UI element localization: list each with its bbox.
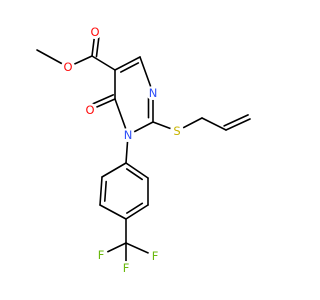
atom-label-o_ester_carbonyl: O <box>90 25 99 39</box>
atom-label-o_ring_carbonyl: O <box>85 103 94 117</box>
atom-label-background <box>121 128 135 142</box>
atom-label-layer: O O O N N S F F F <box>61 25 184 275</box>
atom-label-f_left: F <box>98 248 105 262</box>
bond-c5-c4 <box>114 56 141 71</box>
atom-label-background <box>88 25 102 39</box>
atom-label-o_ester_methoxy: O <box>63 60 72 74</box>
atom-o_ester_carbonyl: O <box>88 25 102 39</box>
atom-label-background <box>83 103 97 117</box>
atom-label-f_right: F <box>152 249 159 263</box>
bond-a6-a1-double <box>125 168 143 181</box>
bond-a6-a1 <box>125 162 149 179</box>
bond-ch-ch2b <box>225 118 251 131</box>
bond-ch-ch2b-double <box>223 114 249 127</box>
bond-a4-a5-double <box>126 202 144 214</box>
bond-a2-a3-double <box>103 180 107 202</box>
bond-a2-a3 <box>99 176 103 206</box>
atom-o_ring_carbonyl: O <box>83 103 97 117</box>
atom-f_left: F <box>94 248 108 262</box>
atom-n3: N <box>146 86 160 100</box>
atom-label-background <box>94 248 108 262</box>
atom-n1: N <box>121 128 135 142</box>
bond-c5-c4-double <box>120 62 140 73</box>
atom-label-background <box>148 249 162 263</box>
atom-label-background <box>146 86 160 100</box>
atom-f_right: F <box>148 249 162 263</box>
atom-f_bottom: F <box>119 261 133 275</box>
atom-label-background <box>61 60 75 74</box>
bond-a4-a5 <box>125 204 149 220</box>
atom-label-f_bottom: F <box>123 261 130 275</box>
bond-c_es-c5 <box>91 55 116 71</box>
molecule-diagram: O O O N N S F F F <box>36 25 251 275</box>
bond-a3-a4 <box>99 204 127 220</box>
atom-label-background <box>119 261 133 275</box>
atom-s: S <box>170 124 184 138</box>
bond-ch2-ch <box>201 117 227 131</box>
atom-label-n3: N <box>149 86 158 100</box>
atom-o_ester_methoxy: O <box>61 60 75 74</box>
atom-label-n1: N <box>124 128 133 142</box>
atom-label-s: S <box>173 124 180 138</box>
bond-a1-a2 <box>101 162 127 178</box>
atom-label-background <box>170 124 184 138</box>
